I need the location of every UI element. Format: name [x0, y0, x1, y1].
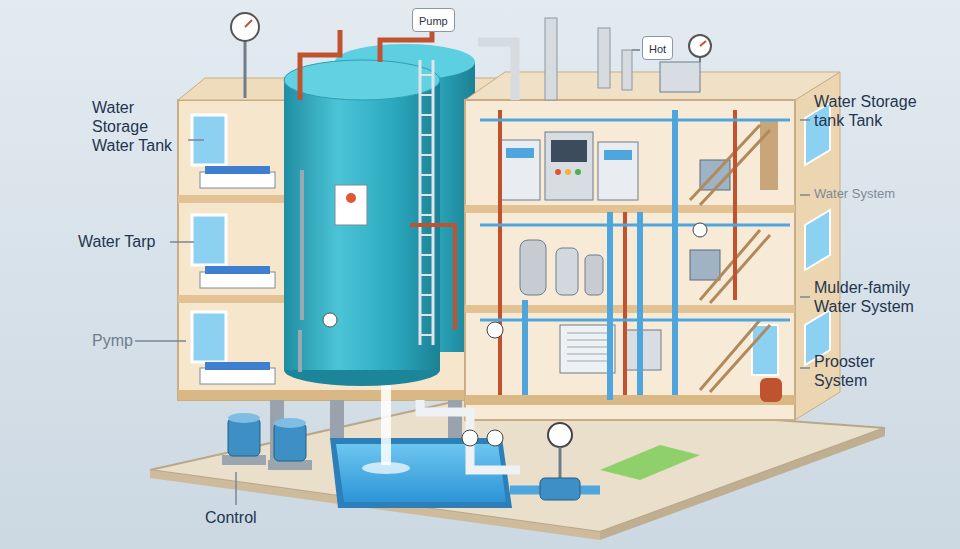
callout-label: Pymp — [92, 331, 152, 350]
storage-tanks — [284, 30, 475, 386]
callout-label: Water System — [814, 186, 934, 202]
callout-label: Water Storage tank Tank — [814, 92, 926, 130]
ground-edge — [600, 428, 885, 540]
callout-label: Control — [205, 508, 285, 527]
pump-units — [222, 413, 312, 470]
right-building — [465, 72, 840, 420]
callout-label: Prooster System — [814, 352, 924, 390]
callout-label: Water Storage Water Tank — [92, 98, 184, 156]
callout-label: Water Tarp — [78, 232, 170, 251]
booster-pipework — [420, 400, 700, 500]
leader-lines — [135, 120, 810, 505]
callout-label: Mulder-family Water System — [814, 278, 950, 316]
roof-equipment — [231, 13, 711, 100]
callout-tag: Pump — [412, 8, 455, 32]
callout-tag: Hot — [642, 36, 673, 60]
tag-text: Hot — [649, 43, 666, 55]
tag-text: Pump — [419, 15, 448, 27]
